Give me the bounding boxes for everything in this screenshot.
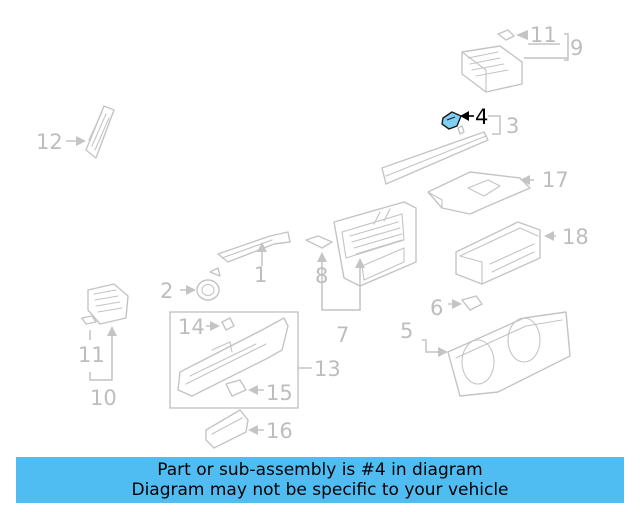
part-2-knob xyxy=(196,267,221,301)
part-5-instrument-cluster xyxy=(447,311,571,397)
part-3-trim-strip xyxy=(381,125,489,185)
part-1-trim xyxy=(217,231,291,263)
callout-4: 4 xyxy=(475,105,488,129)
callout-5-leader xyxy=(422,339,444,353)
callout-9: 9 xyxy=(570,36,583,60)
part-7-center-bezel xyxy=(333,201,417,287)
callout-13-box xyxy=(169,311,299,409)
part-12-side-vent xyxy=(85,105,115,159)
callout-3: 3 xyxy=(506,114,519,138)
part-14-clip xyxy=(221,317,235,331)
part-8-clip xyxy=(305,235,333,249)
callout-17: 17 xyxy=(542,168,569,192)
callout-12: 12 xyxy=(36,130,63,154)
banner-line-1: Part or sub-assembly is #4 in diagram xyxy=(157,460,483,480)
callout-15: 15 xyxy=(266,381,293,405)
part-6-clip xyxy=(461,295,483,311)
part-9-air-vent xyxy=(461,29,523,93)
callout-7: 7 xyxy=(336,323,349,347)
part-15-latch xyxy=(225,379,247,397)
part-10-left-vent xyxy=(81,283,129,325)
callout-10: 10 xyxy=(90,386,117,410)
callout-16: 16 xyxy=(266,419,293,443)
callout-2: 2 xyxy=(160,279,173,303)
part-17-cover xyxy=(427,171,531,215)
callout-9-leader xyxy=(516,30,569,61)
callout-7-leader xyxy=(321,262,361,311)
part-13-glove-box xyxy=(177,317,289,397)
part-18-module xyxy=(455,221,541,285)
callout-13: 13 xyxy=(314,357,341,381)
banner-line-2: Diagram may not be specific to your vehi… xyxy=(131,480,509,500)
callout-6: 6 xyxy=(430,296,443,320)
callout-8: 8 xyxy=(315,264,328,288)
callout-3-leader xyxy=(488,115,501,135)
callout-11-left: 11 xyxy=(78,343,105,367)
callout-1: 1 xyxy=(254,263,267,287)
callout-18: 18 xyxy=(562,225,589,249)
info-banner: Part or sub-assembly is #4 in diagram Di… xyxy=(16,457,624,503)
part-4-clip xyxy=(441,111,462,130)
callout-14: 14 xyxy=(178,315,205,339)
callout-5: 5 xyxy=(400,319,413,343)
callout-11-top: 11 xyxy=(530,23,557,47)
callout-10-leader xyxy=(89,330,113,381)
part-16-storage xyxy=(205,409,249,449)
